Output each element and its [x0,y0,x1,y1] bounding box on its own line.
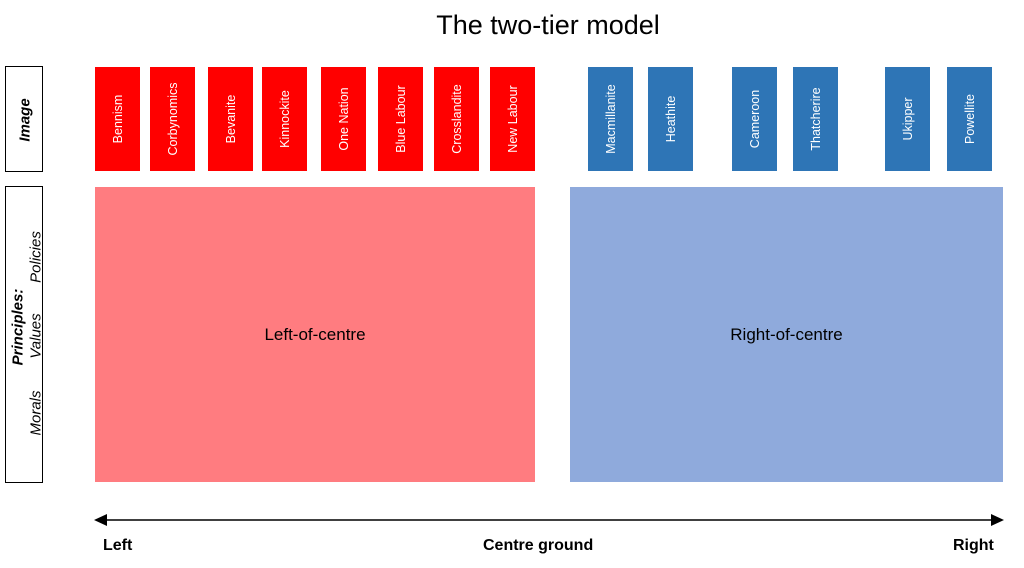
tile-label: Crosslandite [449,84,464,154]
tile-label: New Labour [505,85,520,153]
morals-label: Morals [27,390,45,436]
tile-label: One Nation [336,87,351,151]
values-label: Values [27,313,45,359]
principles-label: Principles: [9,288,27,366]
tile-blue-labour: Blue Labour [378,67,423,171]
tile-heathite: Heathite [648,67,693,171]
tile-label: Heathite [663,95,678,143]
principles-label-box: Principles: Policies Values Morals [5,186,45,483]
image-label-box: Image [5,66,43,172]
tile-bevanite: Bevanite [208,67,253,171]
tile-crosslandite: Crosslandite [434,67,479,171]
tile-label: Corbynomics [165,82,180,156]
tile-new-labour: New Labour [490,67,535,171]
tile-label: Cameroon [747,89,762,149]
axis-label-right: Right [953,537,994,554]
tile-corbynomics: Corbynomics [150,67,195,171]
tile-powellite: Powellite [947,67,992,171]
tile-label: Blue Labour [393,85,408,153]
tile-label: Bevanite [223,94,238,144]
axis-arrowhead-left [94,514,107,526]
tile-label: Kinnockite [277,90,292,148]
tile-label: Thatcherire [808,87,823,151]
axis-label-left: Left [103,537,133,554]
diagram-title: The two-tier model [436,10,660,40]
tile-one-nation: One Nation [321,67,366,171]
tile-kinnockite: Kinnockite [262,67,307,171]
tile-bennism: Bennism [95,67,140,171]
spectrum-axis-arrow [94,514,1004,526]
tile-label: Ukipper [900,97,915,141]
tile-label: Bennism [110,94,125,144]
tile-thatcherire: Thatcherire [793,67,838,171]
right-of-centre-label: Right-of-centre [730,324,843,344]
right-of-centre-block: Right-of-centre [570,187,1003,482]
left-of-centre-label: Left-of-centre [264,324,366,344]
tile-cameroon: Cameroon [732,67,777,171]
left-of-centre-block: Left-of-centre [95,187,535,482]
policies-label: Policies [27,231,45,283]
tile-label: Macmillanite [603,84,618,154]
axis-arrowhead-right [991,514,1004,526]
tile-macmillanite: Macmillanite [588,67,633,171]
image-label: Image [16,98,34,142]
tile-label: Powellite [962,93,977,145]
tile-ukipper: Ukipper [885,67,930,171]
axis-label-centre: Centre ground [483,537,594,554]
